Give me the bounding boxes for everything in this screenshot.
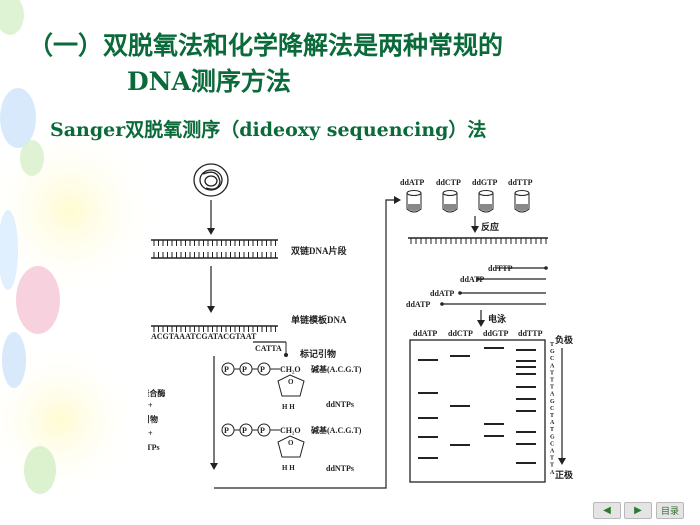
phosphate-label: P	[242, 365, 247, 374]
reaction-tube	[514, 190, 530, 213]
positive-pole: 正极	[555, 469, 574, 480]
balloon-decoration	[0, 0, 60, 494]
phosphate-label: P	[224, 365, 229, 374]
ring-h: H H	[282, 464, 295, 472]
slide-subtitle: Sanger双脱氧测序（dideoxy sequencing）法	[50, 119, 487, 141]
sequence-letter: A	[550, 392, 555, 398]
sequence-letter: T	[550, 385, 554, 391]
label-dot	[284, 353, 288, 357]
fragment-label: ddATP	[430, 289, 454, 298]
reaction-tube	[478, 190, 494, 213]
arrow-head	[210, 463, 218, 470]
ring-o: O	[288, 378, 294, 386]
sequence-letter: C	[550, 356, 554, 362]
triangle-right-icon: ▶	[634, 505, 642, 516]
label-single-strand: 单链模板DNA	[291, 314, 347, 325]
label-electrophoresis: 电泳	[488, 313, 507, 324]
sequence-letter: T	[550, 370, 554, 376]
fragment-label: ddATP	[406, 300, 430, 309]
tube-label: ddATP	[400, 178, 424, 187]
fragment-label: ddATP	[460, 275, 484, 284]
arrow-head	[477, 320, 485, 327]
phosphate-label: P	[224, 426, 229, 435]
sequence-letter: A	[550, 363, 555, 369]
template-sequence: ACGTAAATCGATACGTAAT	[151, 332, 257, 341]
arrow-head	[558, 458, 566, 465]
title-line-2: DNA测序方法	[127, 67, 291, 96]
base-label: 碱基(A.C.G.T)	[311, 364, 362, 374]
menu-button[interactable]: 目录	[656, 502, 684, 519]
menu-label: 目录	[660, 507, 679, 517]
arrow-head	[207, 228, 215, 235]
sequence-letter: G	[550, 434, 555, 440]
tube-label: ddTTP	[508, 178, 533, 187]
label-reaction: 反应	[481, 221, 499, 232]
sequence-letter: T	[550, 456, 554, 462]
sequence-letter: G	[550, 399, 555, 405]
lane-label: ddATP	[413, 329, 437, 338]
lane-label: ddGTP	[483, 329, 508, 338]
sequence-letter: A	[550, 449, 555, 455]
sequence-letter: T	[550, 342, 554, 348]
reaction-tube	[406, 190, 422, 213]
coiled-dna-icon	[193, 163, 229, 197]
phosphate-label: P	[242, 426, 247, 435]
arrow-head	[207, 306, 215, 313]
sequence-letter: A	[550, 470, 555, 476]
sequence-letter: A	[550, 420, 555, 426]
base-label: 碱基(A.C.G.T)	[311, 425, 362, 435]
lane-label: ddCTP	[448, 329, 473, 338]
reagent-dntps: dNTPs	[148, 443, 160, 452]
sequence-letter: G	[550, 349, 555, 355]
left-column: 双链DNA片段 单链模板DNA ACGTAAATCGATACGTAAT CATT…	[148, 163, 401, 489]
fragment-label: ddTTP	[488, 264, 513, 273]
tube-label: ddGTP	[472, 178, 497, 187]
ddntps-label: ddNTPs	[326, 400, 354, 409]
phosphate-label: P	[260, 365, 265, 374]
ring-o: O	[288, 439, 294, 447]
triangle-left-icon: ◀	[603, 505, 611, 516]
primer-sequence: CATTA	[255, 344, 282, 353]
next-button[interactable]: ▶	[624, 502, 652, 519]
reagent-primer: 引物	[148, 414, 158, 424]
reagent-polymerase: DNA聚合酶	[148, 388, 165, 398]
gel-box	[409, 339, 546, 483]
tube-label: ddCTP	[436, 178, 461, 187]
ch2o-label: CH₂O	[280, 426, 301, 435]
sequence-letter: T	[550, 413, 554, 419]
prev-button[interactable]: ◀	[593, 502, 621, 519]
arrow-head	[394, 196, 401, 204]
reagent-plus: +	[148, 429, 153, 438]
sequence-letter: C	[550, 406, 554, 412]
reagent-plus: +	[148, 401, 153, 410]
slide-title: （一）双脱氧法和化学降解法是两种常规的 DNA测序方法	[28, 28, 688, 100]
fragment-ladder	[442, 267, 546, 305]
arrow-head	[471, 226, 479, 233]
label-double-strand: 双链DNA片段	[291, 245, 347, 256]
sequence-letter: C	[550, 441, 554, 447]
connector-arrow	[214, 199, 396, 489]
title-line-1: （一）双脱氧法和化学降解法是两种常规的	[28, 31, 504, 60]
sequence-letter: T	[550, 463, 554, 469]
phosphate-label: P	[260, 426, 265, 435]
label-primer: 标记引物	[299, 348, 336, 359]
nucleotide-structure: P P P CH₂O 碱基(A.C.G.T) O H H ddNTPs	[221, 362, 362, 411]
ch2o-label: CH₂O	[280, 365, 301, 374]
lane-label: ddTTP	[518, 329, 543, 338]
nucleotide-structure: P P P CH₂O 碱基(A.C.G.T) O H H ddNTPs	[221, 423, 362, 473]
right-column: ddATP ddCTP ddGTP ddTTP 反应 ddTTP ddATP d…	[400, 178, 574, 483]
reaction-tube	[442, 190, 458, 213]
double-strand-dna	[151, 239, 278, 259]
sanger-diagram: 双链DNA片段 单链模板DNA ACGTAAATCGATACGTAAT CATT…	[148, 163, 574, 489]
sequence-letter: T	[550, 427, 554, 433]
ring-h: H H	[282, 403, 295, 411]
ddntps-label: ddNTPs	[326, 464, 354, 473]
sequence-letter: T	[550, 378, 554, 384]
negative-pole: 负极	[555, 334, 574, 345]
